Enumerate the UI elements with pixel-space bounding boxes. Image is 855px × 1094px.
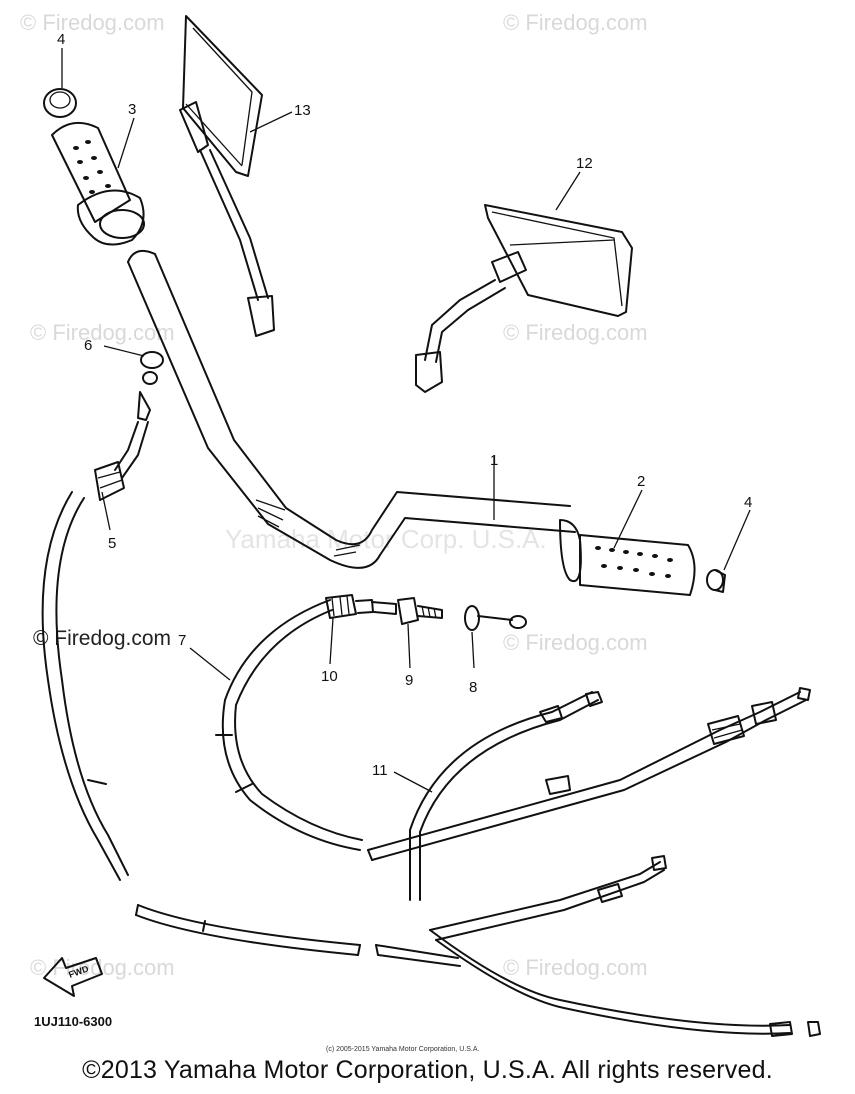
watermark-text: © Firedog.com: [30, 955, 175, 980]
callout-labels: 4 3 13 12 6 1 2 4 5 7 10 9 8 11: [57, 31, 752, 779]
watermark-text: © Firedog.com: [503, 320, 648, 345]
callout-5: 5: [108, 535, 116, 552]
callout-4: 4: [57, 31, 65, 48]
watermark-text: © Firedog.com: [503, 10, 648, 35]
adjuster-part-6: [140, 351, 164, 385]
adjuster-nut-part-9: [397, 597, 443, 625]
cable-part-11: [367, 687, 821, 1037]
watermark-text: © Firedog.com: [503, 630, 648, 655]
callout-3: 3: [128, 101, 136, 118]
cable-adjuster-part-5: [94, 391, 151, 501]
watermark-text: © Firedog.com: [30, 320, 175, 345]
washer-part-8: [464, 605, 527, 631]
leader-lines: [61, 48, 751, 793]
handlebar-part-1: [127, 249, 576, 569]
callout-9: 9: [405, 672, 413, 689]
center-watermark: Yamaha Motor Corp. U.S.A.: [225, 524, 547, 554]
watermark-text: © Firedog.com: [503, 955, 648, 980]
callout-11: 11: [372, 762, 388, 779]
grip-end-cap-part-4: [43, 88, 77, 118]
cable-part-7: [41, 491, 363, 956]
small-copyright: (c) 2005-2015 Yamaha Motor Corporation, …: [326, 1046, 479, 1053]
callout-4: 4: [744, 494, 752, 511]
callout-12: 12: [576, 155, 593, 172]
cable-end-part-10: [325, 594, 397, 619]
watermark-text: © Firedog.com: [20, 10, 165, 35]
callout-13: 13: [294, 102, 311, 119]
right-grip-part-2: [559, 519, 696, 596]
callout-8: 8: [469, 679, 477, 696]
callout-10: 10: [321, 668, 338, 685]
callout-1: 1: [490, 452, 498, 469]
grip-end-cap-part-4: [706, 569, 726, 593]
callout-7: 7: [178, 632, 186, 649]
left-grip-part-3: [51, 121, 145, 246]
right-mirror-part-12: [415, 204, 633, 393]
left-mirror-part-13: [179, 15, 275, 337]
footer-copyright: ©2013 Yamaha Motor Corporation, U.S.A. A…: [82, 1056, 773, 1084]
watermark-layer: © Firedog.com © Firedog.com © Firedog.co…: [20, 10, 648, 980]
callout-6: 6: [84, 337, 92, 354]
diagram-code: 1UJ110-6300: [34, 1014, 112, 1029]
watermark-text: © Firedog.com: [33, 627, 171, 650]
callout-2: 2: [637, 473, 645, 490]
